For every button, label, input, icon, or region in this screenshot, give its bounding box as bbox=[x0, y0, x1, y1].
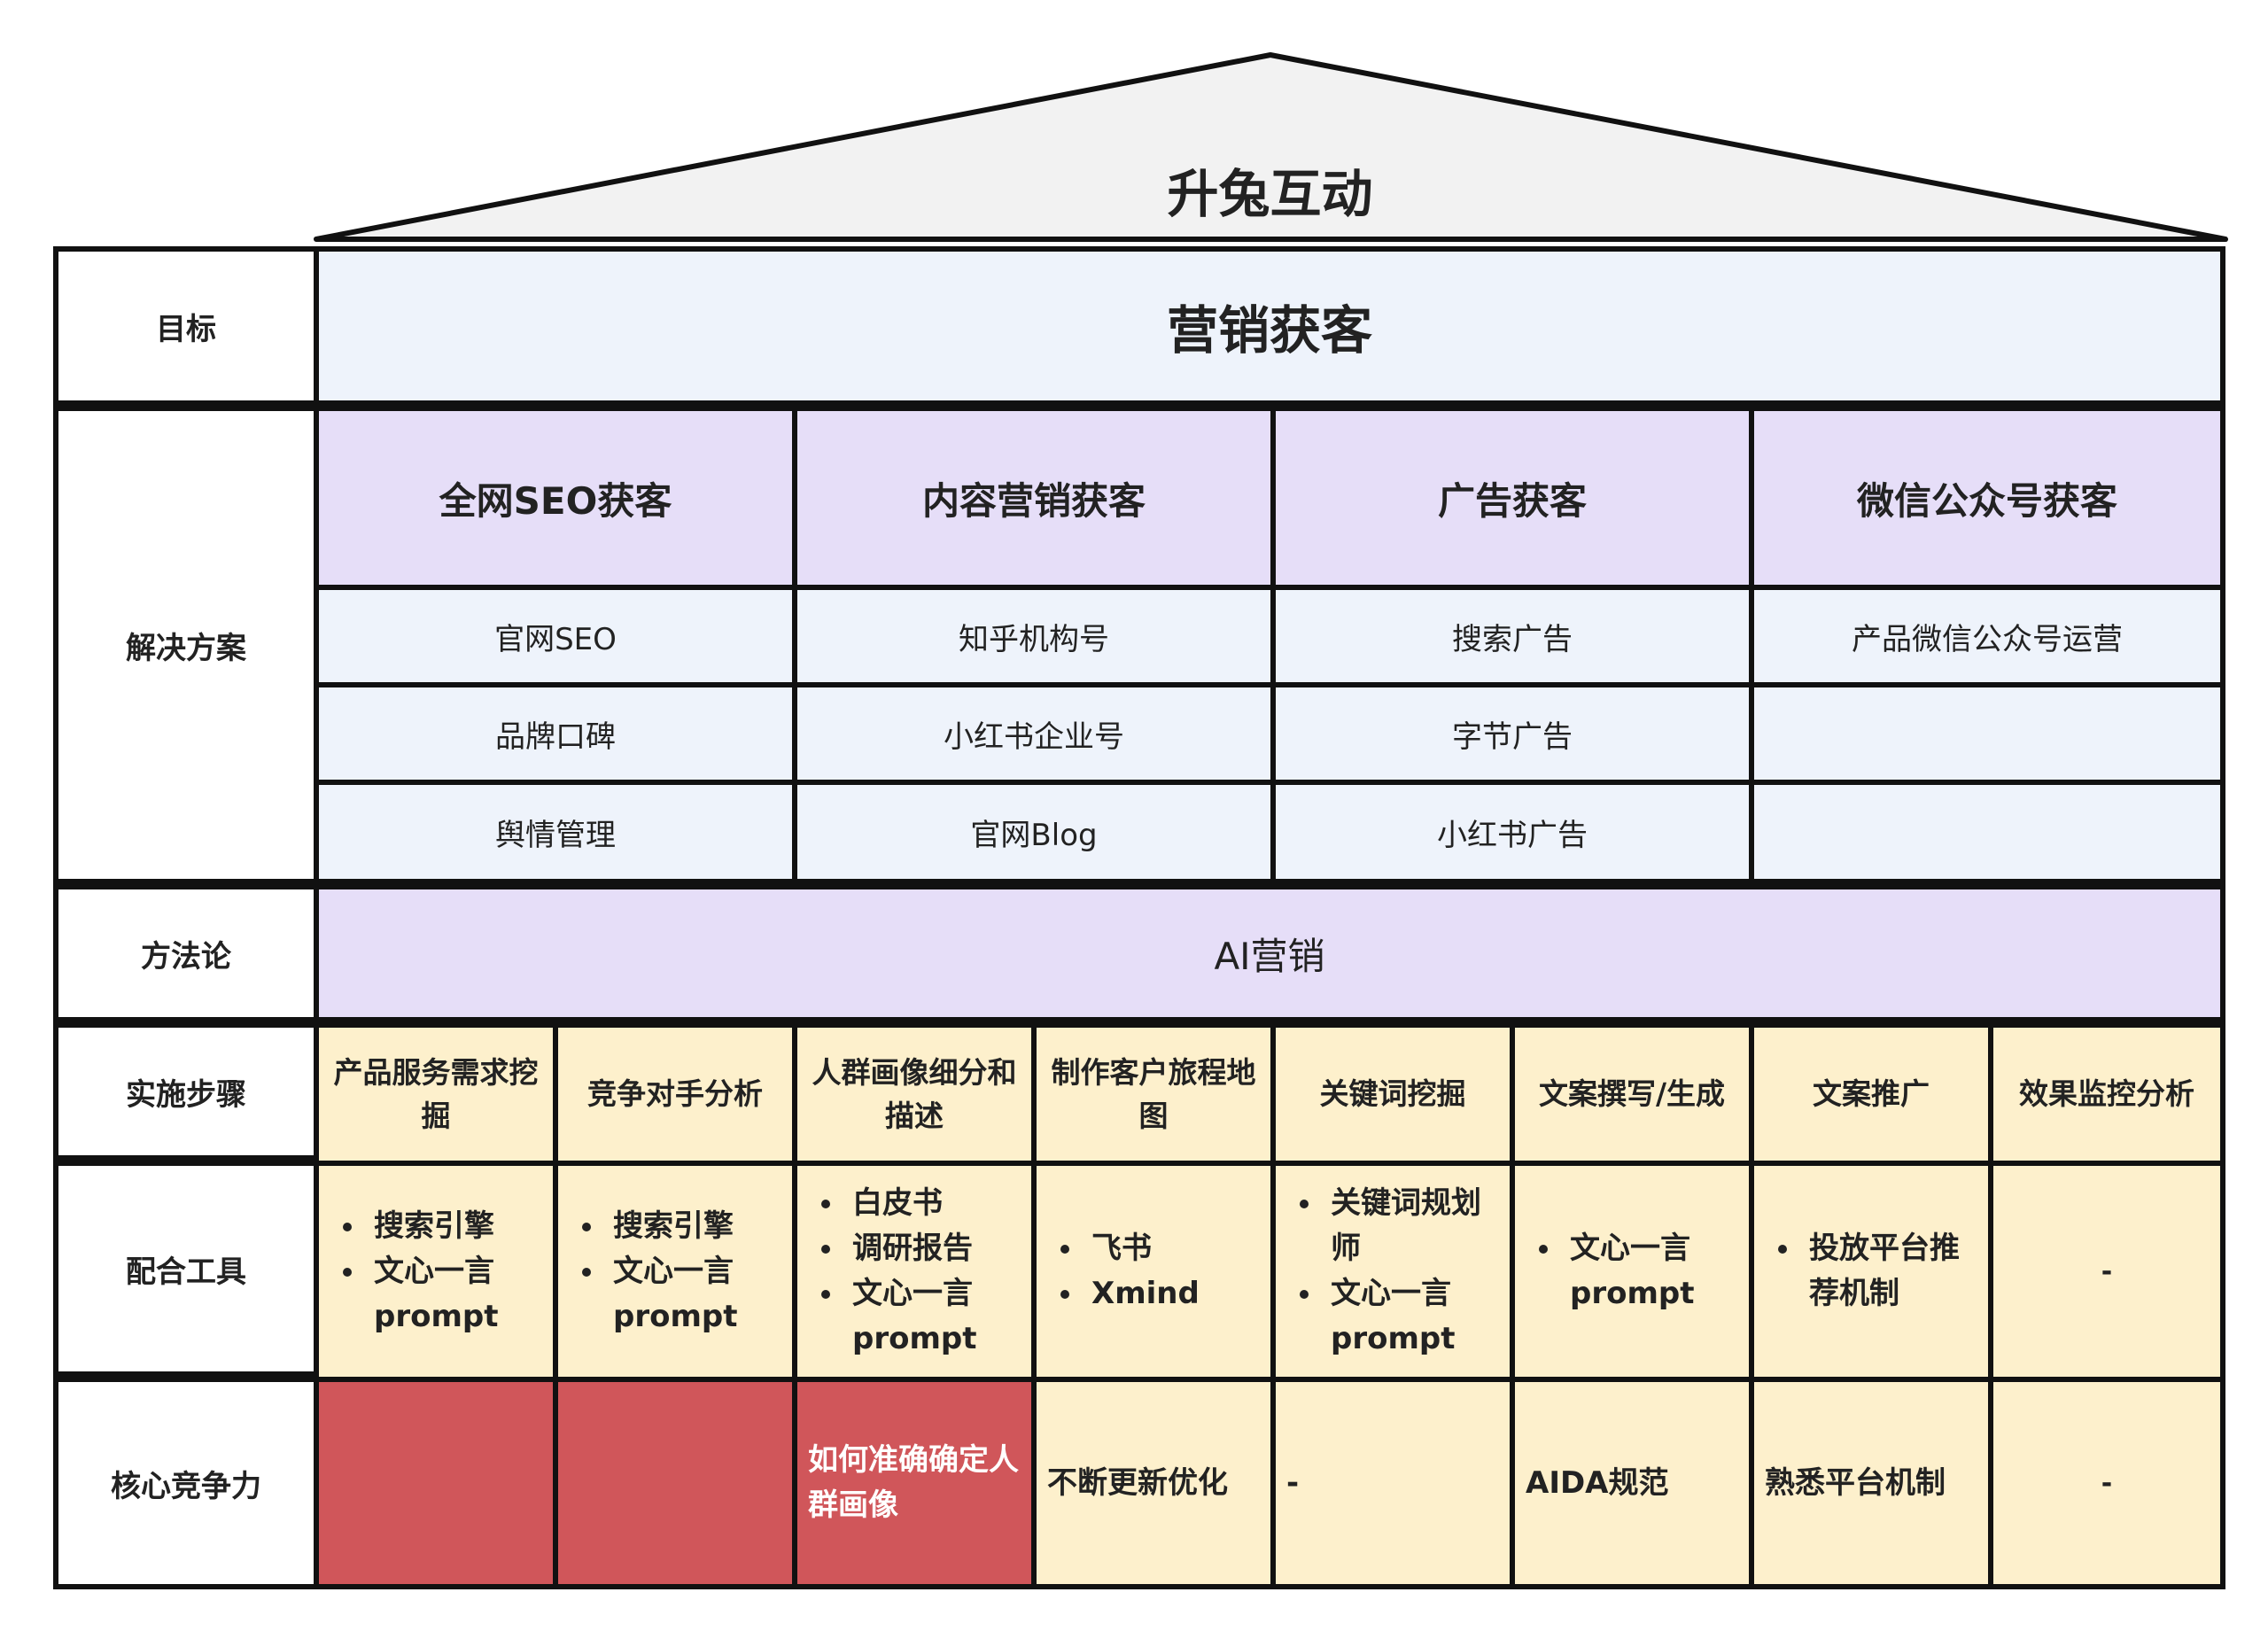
solution-header-wechat: 微信公众号获客 bbox=[1749, 406, 2225, 590]
core-cell bbox=[314, 1377, 558, 1589]
solution-header-ads: 广告获客 bbox=[1270, 406, 1754, 590]
core-cell-highlight: 如何准确确定人群画像 bbox=[792, 1377, 1037, 1589]
solution-item: 官网Blog bbox=[792, 780, 1276, 884]
tool-item: 文心一言prompt bbox=[606, 1249, 792, 1340]
tools-cell: 文心一言prompt bbox=[1510, 1161, 1754, 1382]
page-title: 升兔互动 bbox=[1167, 164, 1373, 224]
tool-item: 调研报告 bbox=[845, 1226, 1031, 1271]
core-cell: - bbox=[1988, 1377, 2225, 1589]
solution-item: 官网SEO bbox=[314, 585, 797, 687]
step-cell: 效果监控分析 bbox=[1988, 1022, 2225, 1166]
tools-cell: 飞书 Xmind bbox=[1031, 1161, 1276, 1382]
tools-list: 白皮书 调研报告 文心一言prompt bbox=[819, 1181, 1031, 1362]
solution-item bbox=[1749, 682, 2225, 785]
row-label-tools: 配合工具 bbox=[53, 1161, 319, 1377]
tool-item: 飞书 bbox=[1084, 1226, 1200, 1271]
solution-item: 知乎机构号 bbox=[792, 585, 1276, 687]
solution-item: 小红书企业号 bbox=[792, 682, 1276, 785]
tool-item: Xmind bbox=[1084, 1271, 1200, 1316]
step-cell: 文案推广 bbox=[1749, 1022, 1993, 1166]
step-cell: 文案撰写/生成 bbox=[1510, 1022, 1754, 1166]
methodology-cell: AI营销 bbox=[314, 884, 2225, 1022]
step-cell: 人群画像细分和描述 bbox=[792, 1022, 1037, 1166]
row-label-core: 核心竞争力 bbox=[53, 1377, 319, 1589]
step-cell: 产品服务需求挖掘 bbox=[314, 1022, 558, 1166]
row-label-methodology: 方法论 bbox=[53, 884, 319, 1022]
row-label-solutions: 解决方案 bbox=[53, 406, 319, 884]
tools-cell-empty: - bbox=[1988, 1161, 2225, 1382]
tools-list: 飞书 Xmind bbox=[1058, 1226, 1200, 1316]
solution-item: 品牌口碑 bbox=[314, 682, 797, 785]
tools-cell: 搜索引擎 文心一言prompt bbox=[314, 1161, 558, 1382]
tools-list: 搜索引擎 文心一言prompt bbox=[579, 1204, 792, 1340]
core-cell: 熟悉平台机制 bbox=[1749, 1377, 1993, 1589]
solution-item: 字节广告 bbox=[1270, 682, 1754, 785]
solution-item: 搜索广告 bbox=[1270, 585, 1754, 687]
tool-item: 投放平台推荐机制 bbox=[1802, 1226, 1988, 1316]
tools-list: 搜索引擎 文心一言prompt bbox=[340, 1204, 553, 1340]
tool-item: 文心一言prompt bbox=[845, 1271, 1031, 1362]
tools-list: 投放平台推荐机制 bbox=[1775, 1226, 1988, 1316]
tool-item: 文心一言prompt bbox=[1563, 1226, 1749, 1316]
solution-item: 产品微信公众号运营 bbox=[1749, 585, 2225, 687]
row-label-goal: 目标 bbox=[53, 246, 319, 406]
tools-list: 文心一言prompt bbox=[1536, 1226, 1749, 1316]
step-cell: 竞争对手分析 bbox=[553, 1022, 797, 1166]
core-cell: 不断更新优化 bbox=[1031, 1377, 1276, 1589]
step-cell: 制作客户旅程地图 bbox=[1031, 1022, 1276, 1166]
step-cell: 关键词挖掘 bbox=[1270, 1022, 1515, 1166]
tools-cell: 关键词规划师 文心一言prompt bbox=[1270, 1161, 1515, 1382]
tools-list: 关键词规划师 文心一言prompt bbox=[1297, 1181, 1510, 1362]
solution-item: 舆情管理 bbox=[314, 780, 797, 884]
core-cell: AIDA规范 bbox=[1510, 1377, 1754, 1589]
tool-item: 白皮书 bbox=[845, 1181, 1031, 1226]
solution-item: 小红书广告 bbox=[1270, 780, 1754, 884]
core-cell: - bbox=[1270, 1377, 1515, 1589]
tools-cell: 白皮书 调研报告 文心一言prompt bbox=[792, 1161, 1037, 1382]
tool-item: 关键词规划师 bbox=[1324, 1181, 1510, 1271]
solution-header-seo: 全网SEO获客 bbox=[314, 406, 797, 590]
solution-item bbox=[1749, 780, 2225, 884]
row-label-steps: 实施步骤 bbox=[53, 1022, 319, 1161]
goal-cell: 营销获客 bbox=[314, 246, 2225, 406]
tools-cell: 投放平台推荐机制 bbox=[1749, 1161, 1993, 1382]
roof bbox=[314, 52, 2228, 242]
tools-cell: 搜索引擎 文心一言prompt bbox=[553, 1161, 797, 1382]
tool-item: 文心一言prompt bbox=[367, 1249, 553, 1340]
tool-item: 文心一言prompt bbox=[1324, 1271, 1510, 1362]
solution-header-content: 内容营销获客 bbox=[792, 406, 1276, 590]
tool-item: 搜索引擎 bbox=[367, 1204, 553, 1249]
core-cell bbox=[553, 1377, 797, 1589]
tool-item: 搜索引擎 bbox=[606, 1204, 792, 1249]
